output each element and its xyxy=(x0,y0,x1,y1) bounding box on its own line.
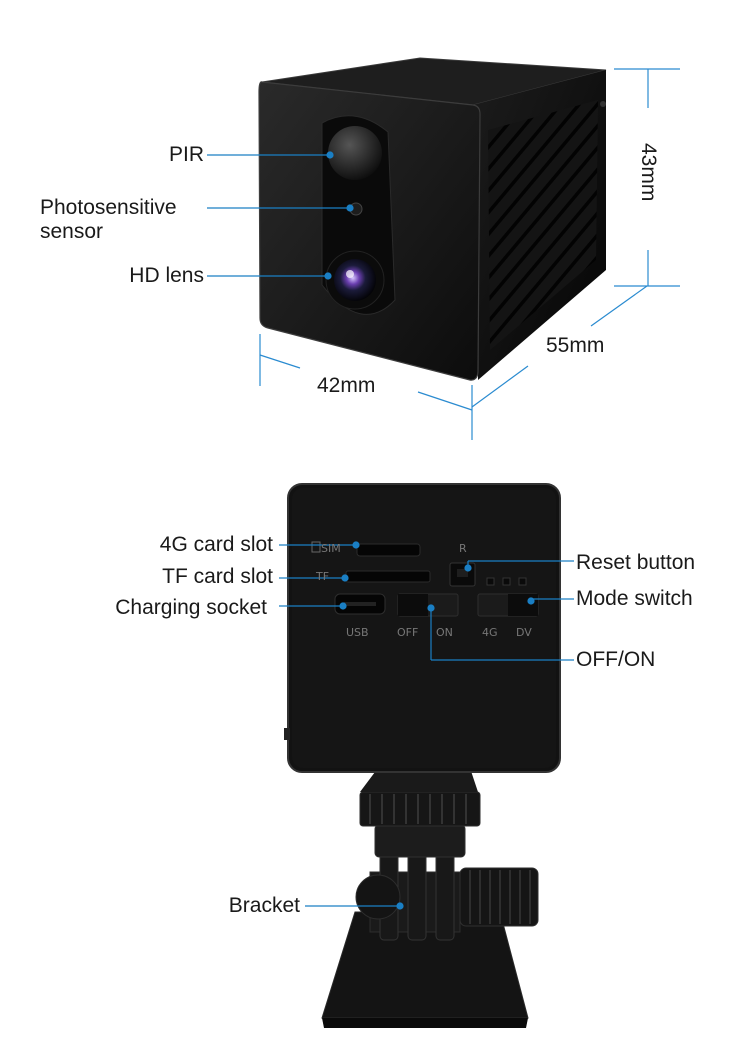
tf-slot xyxy=(345,570,431,583)
side-grill xyxy=(488,100,598,350)
panel-text-on: ON xyxy=(436,626,453,639)
hd-lens xyxy=(334,259,376,301)
label-4g-card-slot: 4G card slot xyxy=(159,533,273,556)
label-photosensitive-line2: sensor xyxy=(40,220,104,243)
panel-text-usb: USB xyxy=(346,626,369,639)
sim-slot xyxy=(356,543,421,557)
label-off-on: OFF/ON xyxy=(576,648,656,671)
label-hd-lens: HD lens xyxy=(129,264,204,287)
pir-sensor xyxy=(328,126,382,180)
label-photosensitive-line1: Photosensitive xyxy=(40,196,177,219)
dimension-height: 43mm xyxy=(637,143,660,202)
label-reset-button: Reset button xyxy=(576,551,696,574)
bracket-assembly xyxy=(321,768,539,1028)
panel-text-4g: 4G xyxy=(482,626,498,639)
label-mode-switch: Mode switch xyxy=(576,587,693,610)
dimension-lines xyxy=(259,68,680,440)
dimension-width: 42mm xyxy=(317,374,376,397)
label-tf-card-slot: TF card slot xyxy=(162,565,273,588)
panel-text-off: OFF xyxy=(397,626,419,639)
label-bracket: Bracket xyxy=(228,894,300,917)
label-pir: PIR xyxy=(168,143,204,166)
dimension-depth: 55mm xyxy=(546,334,605,357)
panel-text-r: R xyxy=(459,542,467,555)
panel-text-tf: TF xyxy=(316,570,330,583)
panel-text-dv: DV xyxy=(516,626,532,639)
panel-text-sim: SIM xyxy=(321,542,341,555)
label-charging-socket: Charging socket xyxy=(115,596,267,619)
